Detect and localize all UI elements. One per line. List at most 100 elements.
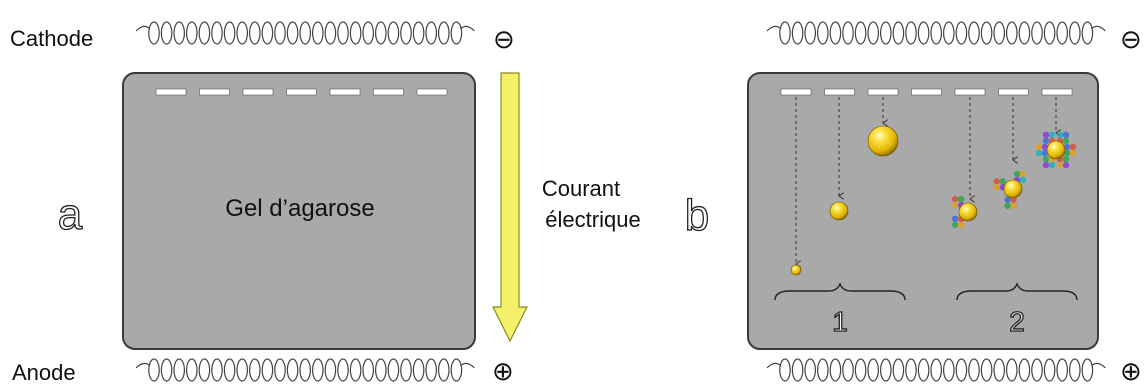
protein-complex-icon — [1010, 203, 1016, 209]
dna-complex-2 — [1004, 180, 1022, 198]
gel-well — [330, 89, 360, 95]
coil-loop — [931, 359, 941, 381]
coil-loop — [376, 359, 386, 381]
coil-loop — [325, 22, 335, 44]
gel-wells — [156, 89, 447, 95]
protein-complex-icon — [1043, 132, 1049, 138]
protein-complex-icon — [1057, 162, 1063, 168]
coil-lead — [460, 363, 474, 368]
gel-well — [417, 89, 447, 95]
coil-loop — [338, 359, 348, 381]
current-label-line1: Courant — [542, 176, 620, 201]
protein-complex-icon — [1014, 171, 1020, 177]
anode-coil-icon — [136, 359, 474, 381]
coil-loop — [981, 22, 991, 44]
coil-loop — [350, 22, 360, 44]
protein-complex-icon — [1049, 162, 1055, 168]
protein-complex-icon — [1063, 162, 1069, 168]
gel-well — [1042, 89, 1072, 95]
coil-loop — [918, 359, 928, 381]
coil-loop — [805, 359, 815, 381]
gel-well — [287, 89, 317, 95]
coil-loop — [1007, 359, 1017, 381]
coil-loop — [187, 359, 197, 381]
protein-complex-icon — [952, 216, 958, 222]
coil-loop — [981, 359, 991, 381]
group-2-label: 2 — [1009, 306, 1025, 337]
dna-complex-3 — [1047, 141, 1065, 159]
protein-complex-icon — [1020, 171, 1026, 177]
protein-complex-icon — [1043, 138, 1049, 144]
coil-loop — [780, 359, 790, 381]
coil-loop — [350, 359, 360, 381]
coil-loop — [300, 359, 310, 381]
protein-complex-icon — [994, 184, 1000, 190]
protein-complex-icon — [1043, 156, 1049, 162]
coil-loop — [451, 359, 461, 381]
panel-letter-b: b — [685, 191, 709, 240]
dna-fragment-large — [868, 126, 898, 156]
gel-well — [912, 89, 942, 95]
coil-loop — [338, 22, 348, 44]
coil-loop — [363, 22, 373, 44]
coil-loop — [413, 22, 423, 44]
coil-loop — [376, 22, 386, 44]
coil-loop — [275, 359, 285, 381]
coil-loop — [1057, 359, 1067, 381]
gel-well — [955, 89, 985, 95]
coil-loop — [906, 359, 916, 381]
coil-loop — [287, 359, 297, 381]
protein-complex-icon — [994, 178, 1000, 184]
protein-complex-icon — [952, 222, 958, 228]
coil-loop — [843, 22, 853, 44]
coil-loop — [855, 22, 865, 44]
coil-loop — [174, 359, 184, 381]
coil-loop — [780, 22, 790, 44]
coil-lead — [136, 363, 150, 368]
protein-complex-icon — [958, 196, 964, 202]
coil-loop — [969, 359, 979, 381]
coil-loop — [792, 22, 802, 44]
coil-loop — [161, 359, 171, 381]
dna-fragment-small — [791, 265, 801, 275]
coil-loop — [451, 22, 461, 44]
coil-loop — [855, 359, 865, 381]
coil-loop — [439, 359, 449, 381]
coil-loop — [1082, 22, 1092, 44]
cathode-label: Cathode — [10, 26, 93, 51]
coil-loop — [313, 22, 323, 44]
protein-complex-icon — [958, 222, 964, 228]
coil-loop — [830, 22, 840, 44]
coil-loop — [237, 359, 247, 381]
coil-loop — [843, 359, 853, 381]
protein-complex-icon — [1063, 138, 1069, 144]
coil-loop — [275, 22, 285, 44]
current-arrow-icon — [493, 73, 527, 341]
coil-loop — [1057, 22, 1067, 44]
coil-loop — [426, 359, 436, 381]
coil-loop — [224, 22, 234, 44]
protein-complex-icon — [1049, 132, 1055, 138]
agarose-gel-right — [748, 73, 1098, 349]
coil-lead — [767, 26, 781, 31]
coil-loop — [426, 22, 436, 44]
protein-complex-icon — [1063, 156, 1069, 162]
coil-loop — [1007, 22, 1017, 44]
coil-loop — [413, 359, 423, 381]
coil-loop — [792, 359, 802, 381]
gel-well — [243, 89, 273, 95]
cathode-coil-icon — [136, 22, 474, 44]
protein-complex-icon — [1057, 132, 1063, 138]
coil-loop — [994, 22, 1004, 44]
gel-wells-right — [781, 89, 1072, 95]
coil-loop — [805, 22, 815, 44]
coil-loop — [893, 22, 903, 44]
coil-loop — [401, 359, 411, 381]
coil-lead — [1091, 26, 1105, 31]
coil-loop — [250, 22, 260, 44]
minus-circle-icon: ⊖ — [493, 24, 515, 54]
coil-loop — [212, 359, 222, 381]
dna-complex-1 — [959, 203, 977, 221]
coil-loop — [237, 22, 247, 44]
anode-label: Anode — [12, 360, 76, 385]
